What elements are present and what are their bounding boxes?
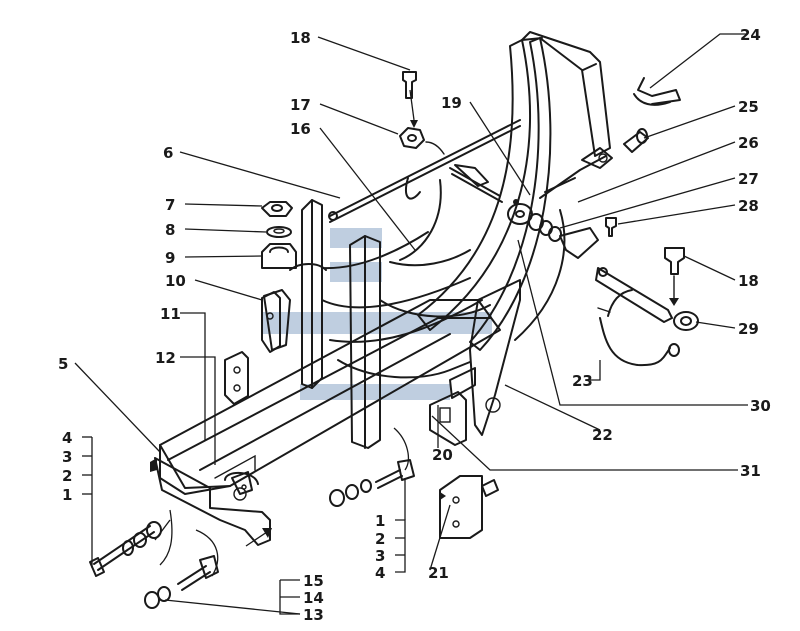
callout-9: 9 [165, 249, 175, 267]
callout-14: 14 [303, 589, 324, 607]
bolt-set-right [329, 427, 415, 507]
callout-7: 7 [165, 196, 175, 214]
leader-lines [74, 33, 748, 615]
callout-22: 22 [592, 426, 613, 444]
callout-29: 29 [738, 320, 759, 338]
callout-13: 13 [303, 606, 324, 624]
callout-30: 30 [750, 397, 771, 415]
callout-28: 28 [738, 197, 759, 215]
callout-2-left: 2 [62, 467, 72, 485]
bolt-25 [623, 128, 649, 153]
callout-12: 12 [155, 349, 176, 367]
callout-25: 25 [738, 98, 759, 116]
spring-clip [633, 77, 681, 106]
callout-labels: 18 17 16 19 6 7 8 9 10 11 12 5 4 3 2 1 1… [58, 26, 771, 624]
bracket-10 [263, 289, 291, 351]
callout-20: 20 [432, 446, 453, 464]
callout-15: 15 [303, 572, 324, 590]
callout-11: 11 [160, 305, 181, 323]
callout-2-right: 2 [375, 530, 385, 548]
callout-3-left: 3 [62, 448, 72, 466]
callout-10: 10 [165, 272, 186, 290]
callout-4-right: 4 [375, 564, 385, 582]
callout-3-right: 3 [375, 547, 385, 565]
bolt-set-center [144, 529, 219, 609]
assembly-arrows [154, 89, 418, 547]
callout-1-left: 1 [62, 486, 72, 504]
cable-assembly [597, 289, 680, 367]
curved-quadrant [417, 31, 613, 351]
callout-18-top: 18 [290, 29, 311, 47]
nut-washer-clamp [261, 201, 297, 269]
pin-18-top [402, 71, 417, 99]
callout-26: 26 [738, 134, 759, 152]
plate-21 [439, 475, 499, 539]
callout-18-right: 18 [738, 272, 759, 290]
callout-24: 24 [740, 26, 761, 44]
pin-near-5 [231, 471, 253, 495]
callout-21: 21 [428, 564, 449, 582]
callout-27: 27 [738, 170, 759, 188]
callout-6: 6 [163, 144, 173, 162]
callout-5: 5 [58, 355, 68, 373]
callout-4-left: 4 [62, 429, 72, 447]
callout-1-right: 1 [375, 512, 385, 530]
callout-19: 19 [441, 94, 462, 112]
callout-17: 17 [290, 96, 311, 114]
pivot-cluster [507, 155, 607, 259]
callout-23: 23 [572, 372, 593, 390]
lower-right-bracket [429, 279, 521, 446]
middle-struts [289, 231, 491, 379]
front-bracket [150, 457, 271, 546]
handle-assembly [595, 217, 699, 331]
nut-17 [399, 127, 445, 155]
callout-8: 8 [165, 221, 175, 239]
callout-16: 16 [290, 120, 311, 138]
callout-31: 31 [740, 462, 761, 480]
bolt-set-left [89, 509, 173, 577]
rod-lever-assembly [328, 119, 521, 261]
